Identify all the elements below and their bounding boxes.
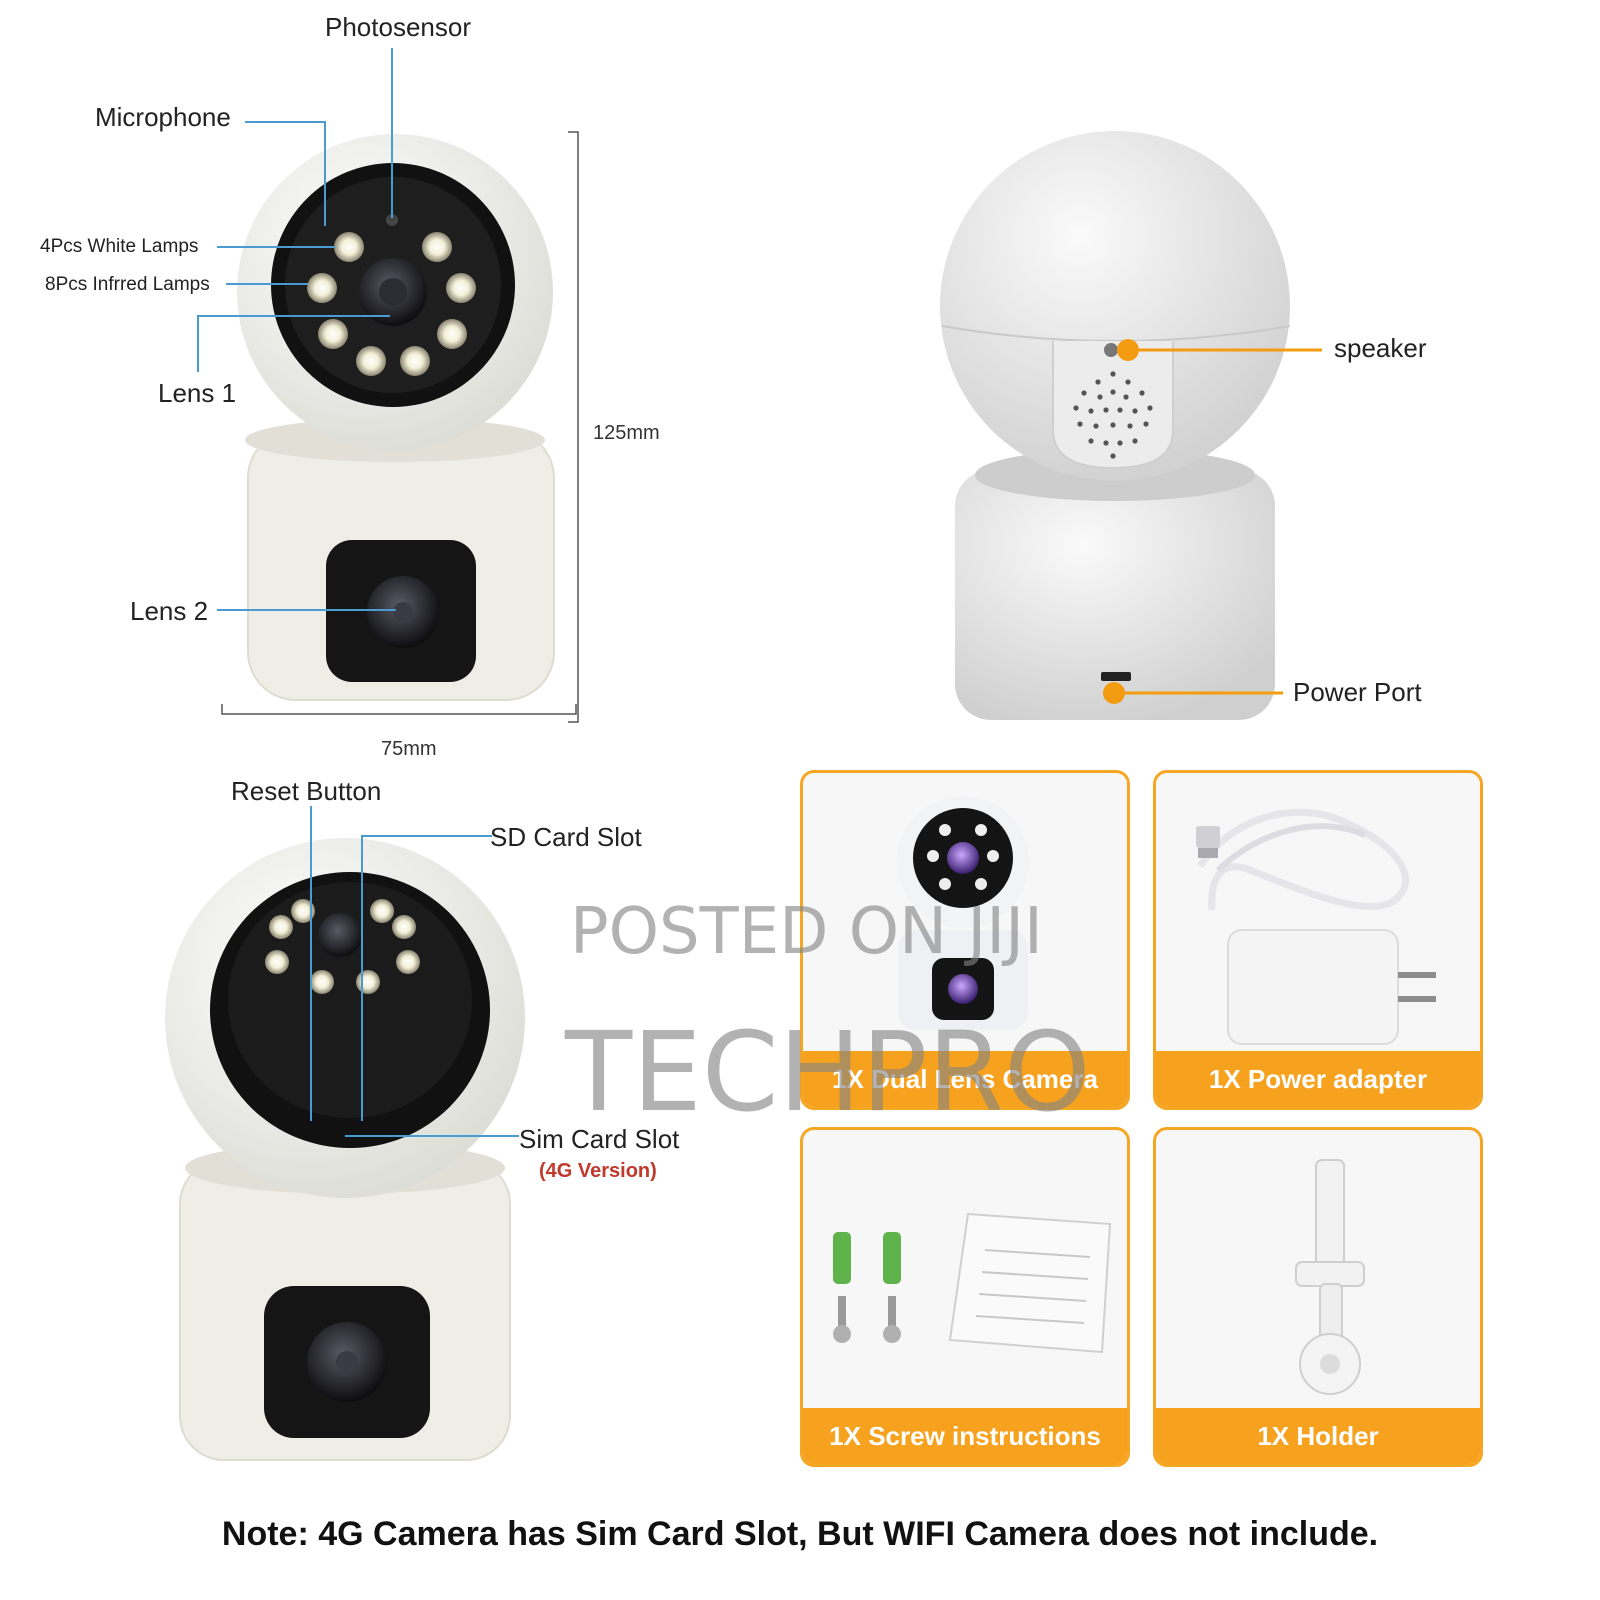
- package-label-adapter: 1X Power adapter: [1156, 1051, 1480, 1107]
- back-camera: [940, 131, 1291, 720]
- dimension-lines: [221, 131, 579, 723]
- watermark-posted: POSTED ON JIJI: [570, 895, 1043, 969]
- bottom-camera: [165, 838, 525, 1461]
- ir-lamps-label: 8Pcs Infrred Lamps: [45, 274, 210, 295]
- sim-version-note: (4G Version): [539, 1160, 657, 1182]
- speaker-label: speaker: [1334, 333, 1427, 363]
- sim-card-slot-label: Sim Card Slot: [519, 1124, 680, 1154]
- height-dimension: 125mm: [593, 422, 660, 444]
- package-card-camera: 1X Dual Lens Camera: [800, 770, 1130, 1110]
- package-card-holder: 1X Holder: [1153, 1127, 1483, 1467]
- package-label-camera: 1X Dual Lens Camera: [803, 1051, 1127, 1107]
- watermark-brand: TECHPRO: [565, 1008, 1091, 1136]
- package-label-holder: 1X Holder: [1156, 1408, 1480, 1464]
- bottom-callouts: [310, 806, 519, 1137]
- back-callouts: [1103, 339, 1322, 704]
- microphone-label: Microphone: [95, 102, 231, 132]
- front-camera: [237, 134, 555, 701]
- sd-card-slot-label: SD Card Slot: [490, 822, 642, 852]
- width-dimension: 75mm: [381, 738, 437, 760]
- package-card-adapter: 1X Power adapter: [1153, 770, 1483, 1110]
- package-label-screws: 1X Screw instructions: [803, 1408, 1127, 1464]
- photosensor-label: Photosensor: [325, 12, 471, 42]
- lens1-label: Lens 1: [158, 378, 237, 408]
- footer-note: Note: 4G Camera has Sim Card Slot, But W…: [221, 1515, 1379, 1553]
- lens2-label: Lens 2: [130, 596, 209, 626]
- power-port-label: Power Port: [1293, 677, 1422, 707]
- reset-button-label: Reset Button: [231, 776, 382, 806]
- package-card-screws: 1X Screw instructions: [800, 1127, 1130, 1467]
- white-lamps-label: 4Pcs White Lamps: [40, 236, 199, 257]
- front-callouts: [197, 48, 396, 611]
